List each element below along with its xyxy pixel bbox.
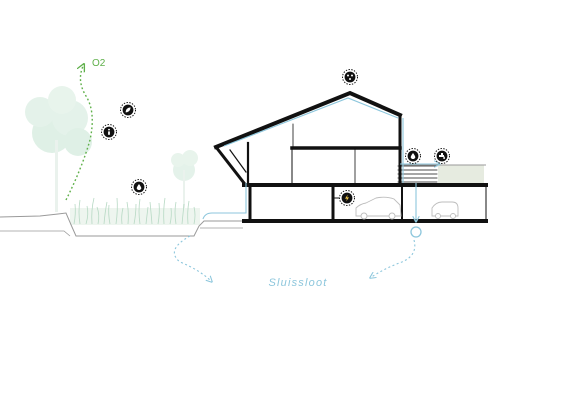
oxygen-flow-arrow [65, 64, 93, 201]
car-left [355, 196, 402, 220]
water-drop-icon [405, 148, 421, 164]
oxygen-label: O2 [92, 58, 106, 69]
staircase [397, 165, 438, 183]
flow-to-ditch-left [173, 235, 212, 282]
building-section [213, 90, 488, 223]
infiltration-well [410, 226, 422, 238]
reed-planting [70, 197, 200, 225]
flow-to-ditch-right [370, 239, 416, 278]
water-body-label: Sluissloot [268, 277, 327, 289]
water-system [173, 97, 440, 282]
background-trees [25, 86, 198, 212]
water-tap-icon [434, 148, 450, 164]
electricity-icon [339, 190, 355, 206]
ground-profile [0, 212, 243, 237]
solar-panel-icon [342, 69, 358, 85]
tree-left [25, 86, 92, 212]
canopy-downpipe [202, 183, 247, 220]
tree-right [171, 150, 198, 208]
leaf-icon [120, 102, 136, 118]
canopy [213, 144, 247, 186]
car-right [431, 201, 459, 219]
info-icon [101, 124, 117, 140]
water-drop-icon [131, 179, 147, 195]
terrace [400, 164, 486, 185]
roof-water-flow [223, 97, 399, 147]
roof [213, 90, 403, 150]
